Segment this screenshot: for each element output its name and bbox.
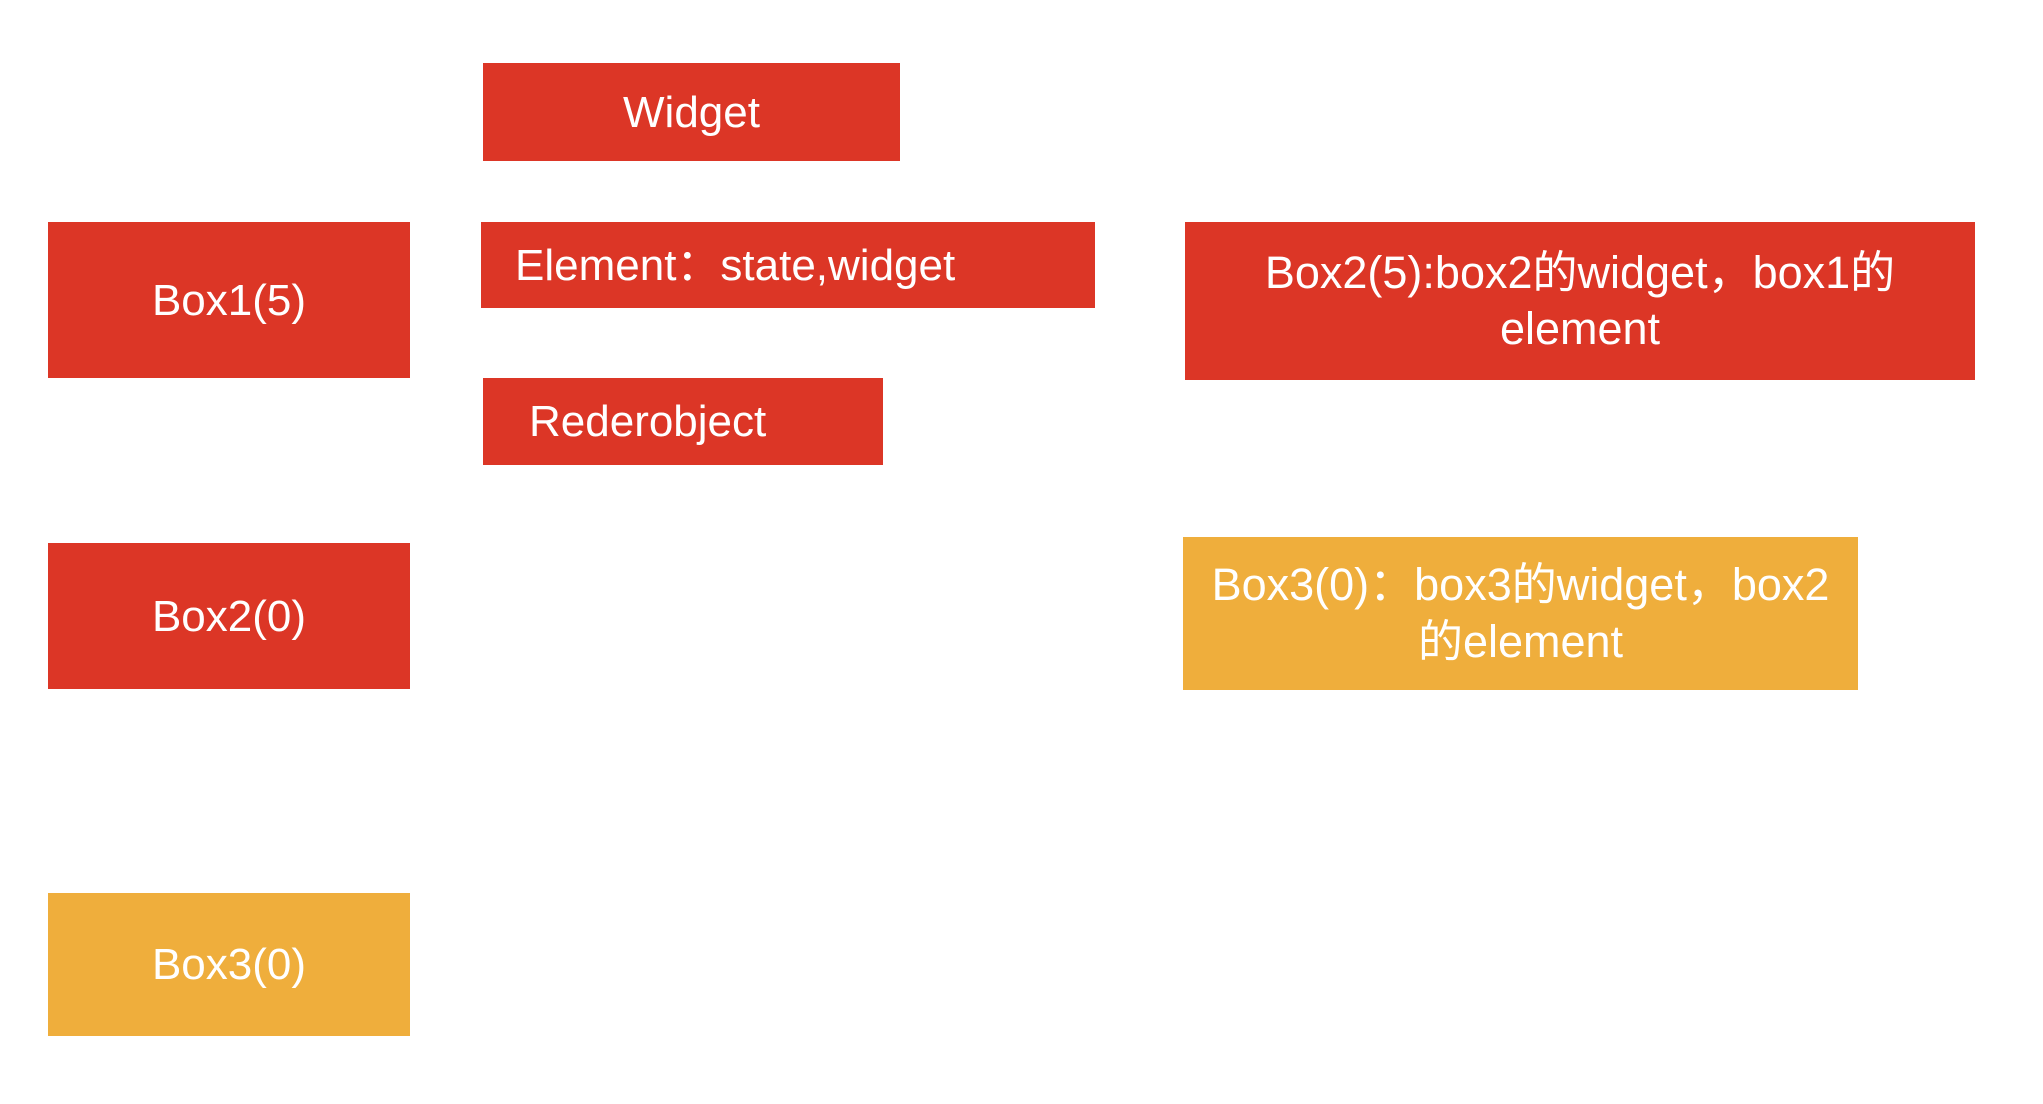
element-box: Element：state,widget [481,222,1095,308]
box3-right-box: Box3(0)：box3的widget，box2的element [1183,537,1858,690]
box3-left-box: Box3(0) [48,893,410,1036]
box2-left-box: Box2(0) [48,543,410,689]
box1-box: Box1(5) [48,222,410,378]
widget-box: Widget [483,63,900,161]
renderobject-box: Rederobject [483,378,883,465]
box2-right-box: Box2(5):box2的widget，box1的element [1185,222,1975,380]
